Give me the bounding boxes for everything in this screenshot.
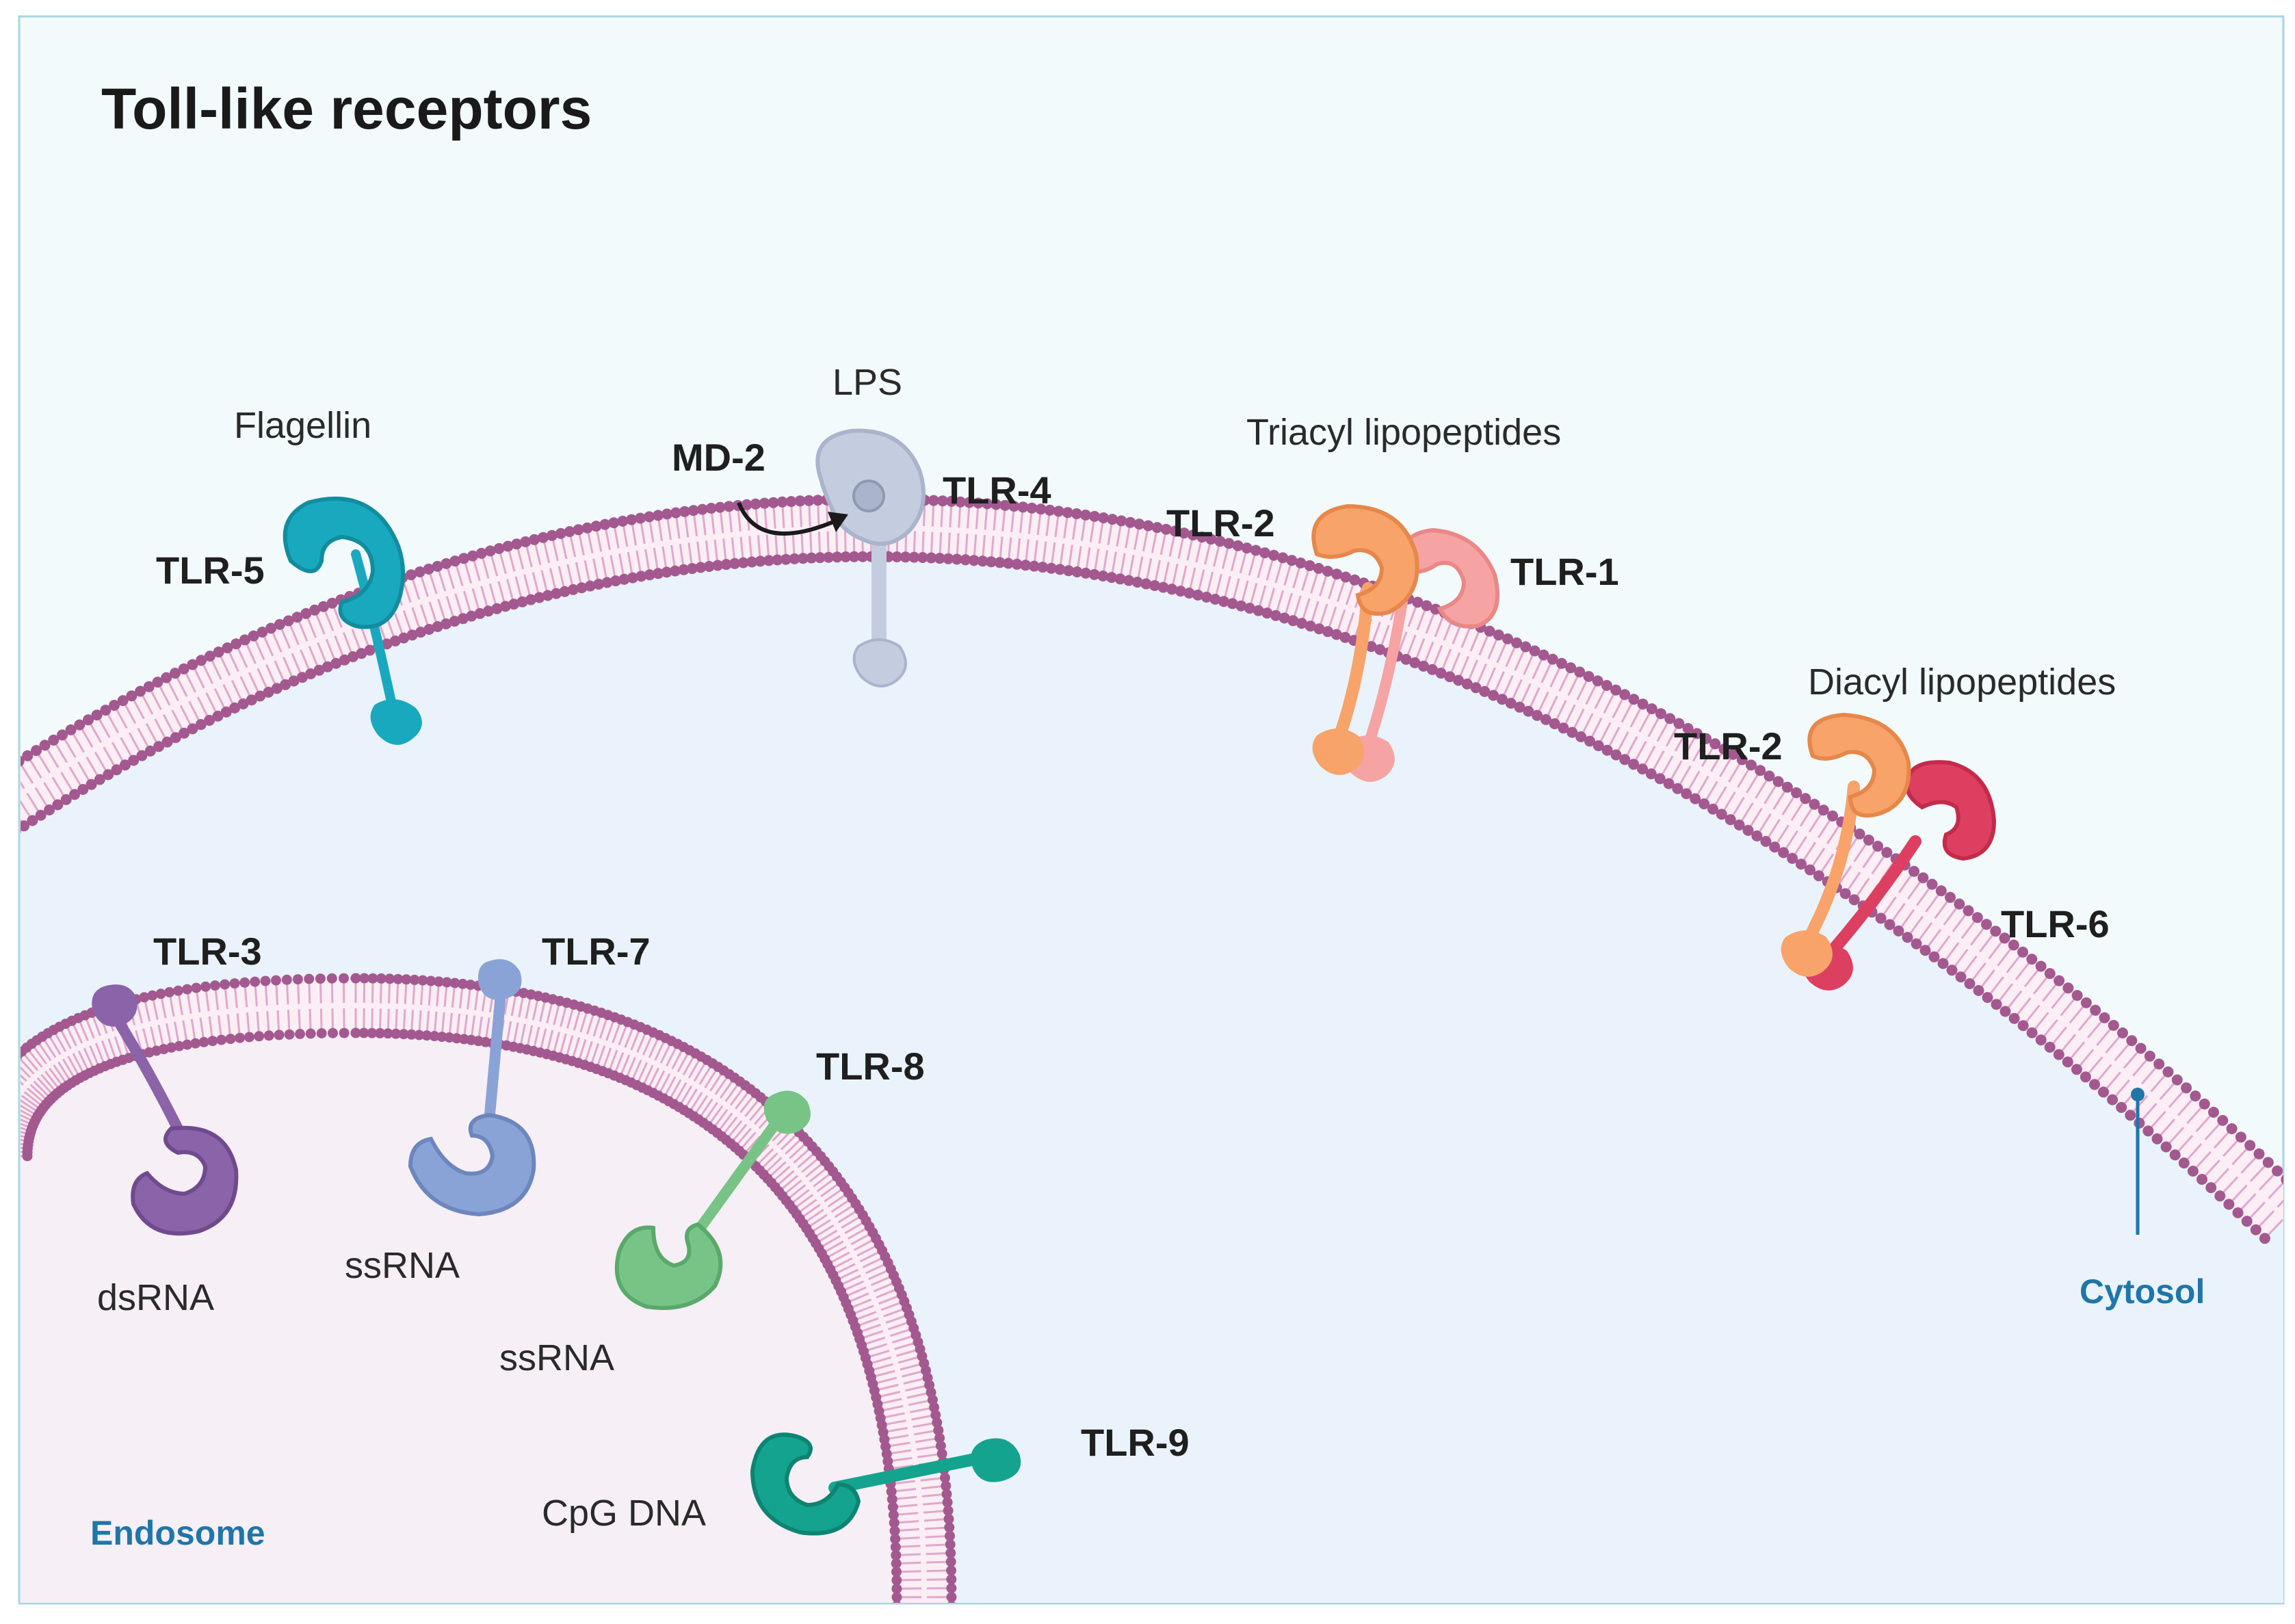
tlr4-name-label: TLR-4: [943, 469, 1051, 512]
tlr2-diacyl-name-label: TLR-2: [1674, 724, 1783, 768]
tlr9-receptor-icon: [750, 1432, 1021, 1536]
triacyl-ligand-label: Triacyl lipopeptides: [1246, 412, 1561, 453]
tlr7-name-label: TLR-7: [542, 930, 651, 973]
cytosol-pointer-dot: [2131, 1088, 2145, 1101]
tlr2-receptor-icon: [1311, 503, 1419, 775]
tlr5-receptor-icon: [283, 496, 422, 745]
md2-label: MD-2: [672, 436, 765, 479]
endosome-membrane-upper: [21, 973, 361, 1162]
md2-arrow-icon: [737, 501, 839, 536]
tlr2-receptor-icon: [1781, 712, 1911, 977]
cytosol-label: Cytosol: [2080, 1272, 2205, 1311]
endosome-membrane-lower: [350, 973, 957, 1603]
tlr5-name-label: TLR-5: [156, 549, 265, 592]
endosome-label: Endosome: [90, 1514, 265, 1552]
membranes: [21, 493, 2283, 1603]
md2-arrowhead-icon: [828, 512, 848, 532]
tlr3-name-label: TLR-3: [153, 930, 262, 973]
tlr8-ligand-label: ssRNA: [499, 1337, 614, 1378]
tlr7-receptor-icon: [408, 959, 536, 1217]
tlr5-ligand-label: Flagellin: [234, 405, 371, 446]
lps-molecule-icon: [852, 480, 885, 512]
tlr1-name-label: TLR-1: [1510, 550, 1619, 593]
tlr2-triacyl-name-label: TLR-2: [1166, 501, 1275, 545]
tlr4-ligand-label: LPS: [832, 362, 902, 403]
diacyl-ligand-label: Diacyl lipopeptides: [1808, 662, 2116, 703]
endosome-region: [21, 1006, 924, 1603]
tlr6-name-label: TLR-6: [2001, 902, 2110, 945]
tlr3-receptor-icon: [92, 984, 239, 1236]
diagram-title: Toll-like receptors: [101, 77, 592, 141]
tlr9-ligand-label: CpG DNA: [542, 1493, 706, 1534]
tlr8-name-label: TLR-8: [816, 1045, 925, 1088]
tlr1-receptor-icon: [1343, 527, 1500, 782]
tlr7-ligand-label: ssRNA: [345, 1245, 460, 1286]
plasma-membrane: [21, 493, 2283, 1244]
tlr3-ligand-label: dsRNA: [97, 1277, 214, 1318]
tlr8-receptor-icon: [614, 1090, 811, 1310]
tlr9-name-label: TLR-9: [1081, 1421, 1190, 1464]
